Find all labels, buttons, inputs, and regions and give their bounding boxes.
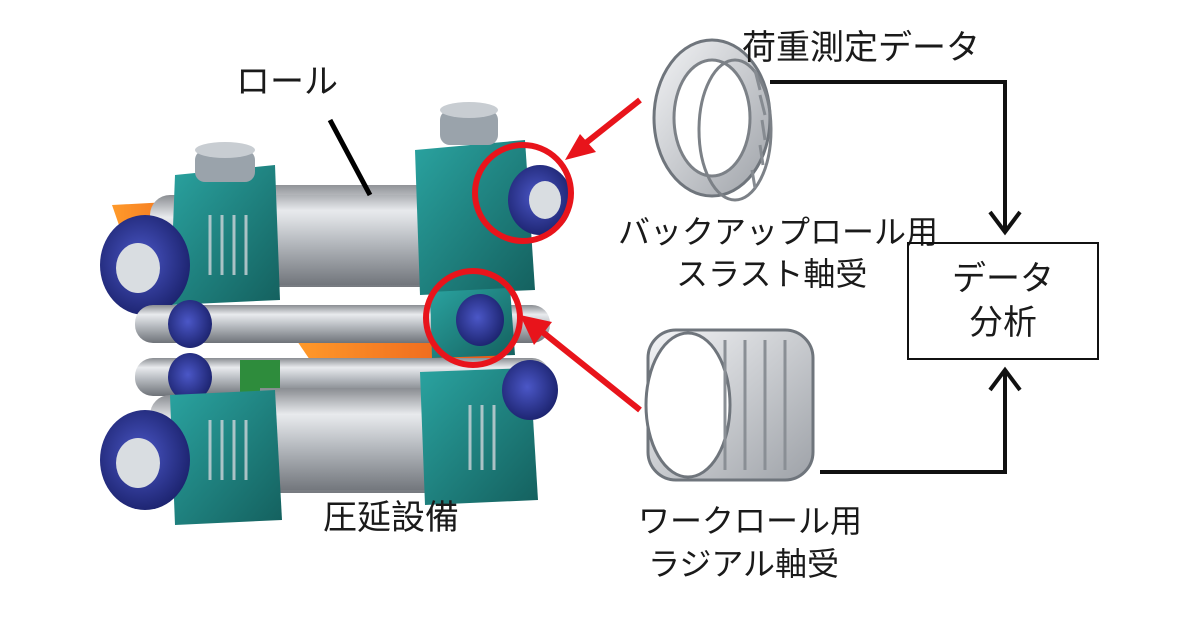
work-roll-label: ワークロール用: [638, 502, 863, 540]
thrust-bearing-highlight: [472, 142, 574, 244]
work-rolls: [135, 288, 550, 401]
radial-bearing-icon: [644, 328, 815, 482]
data-analysis-box: データ 分析: [907, 242, 1099, 360]
load-data-label: 荷重測定データ: [742, 28, 980, 68]
rolling-mill-label: 圧延設備: [323, 498, 459, 538]
red-arrows: [520, 97, 642, 413]
roll-label: ロール: [236, 62, 338, 102]
roll-pointer-line: [327, 118, 373, 197]
rolling-mill-illustration: [100, 102, 572, 525]
analysis-label-line2: 分析: [969, 303, 1037, 343]
analysis-label-line1: データ: [952, 259, 1054, 299]
data-flow: [770, 80, 1022, 474]
thrust-bearing-icon: [652, 38, 773, 202]
radial-bearing-label: ラジアル軸受: [648, 545, 840, 583]
radial-bearing-highlight: [423, 268, 523, 368]
backup-roll-label: バックアップロール用: [618, 213, 939, 251]
bearing-detail: [208, 215, 496, 480]
thrust-bearing-label: スラスト軸受: [676, 255, 868, 293]
